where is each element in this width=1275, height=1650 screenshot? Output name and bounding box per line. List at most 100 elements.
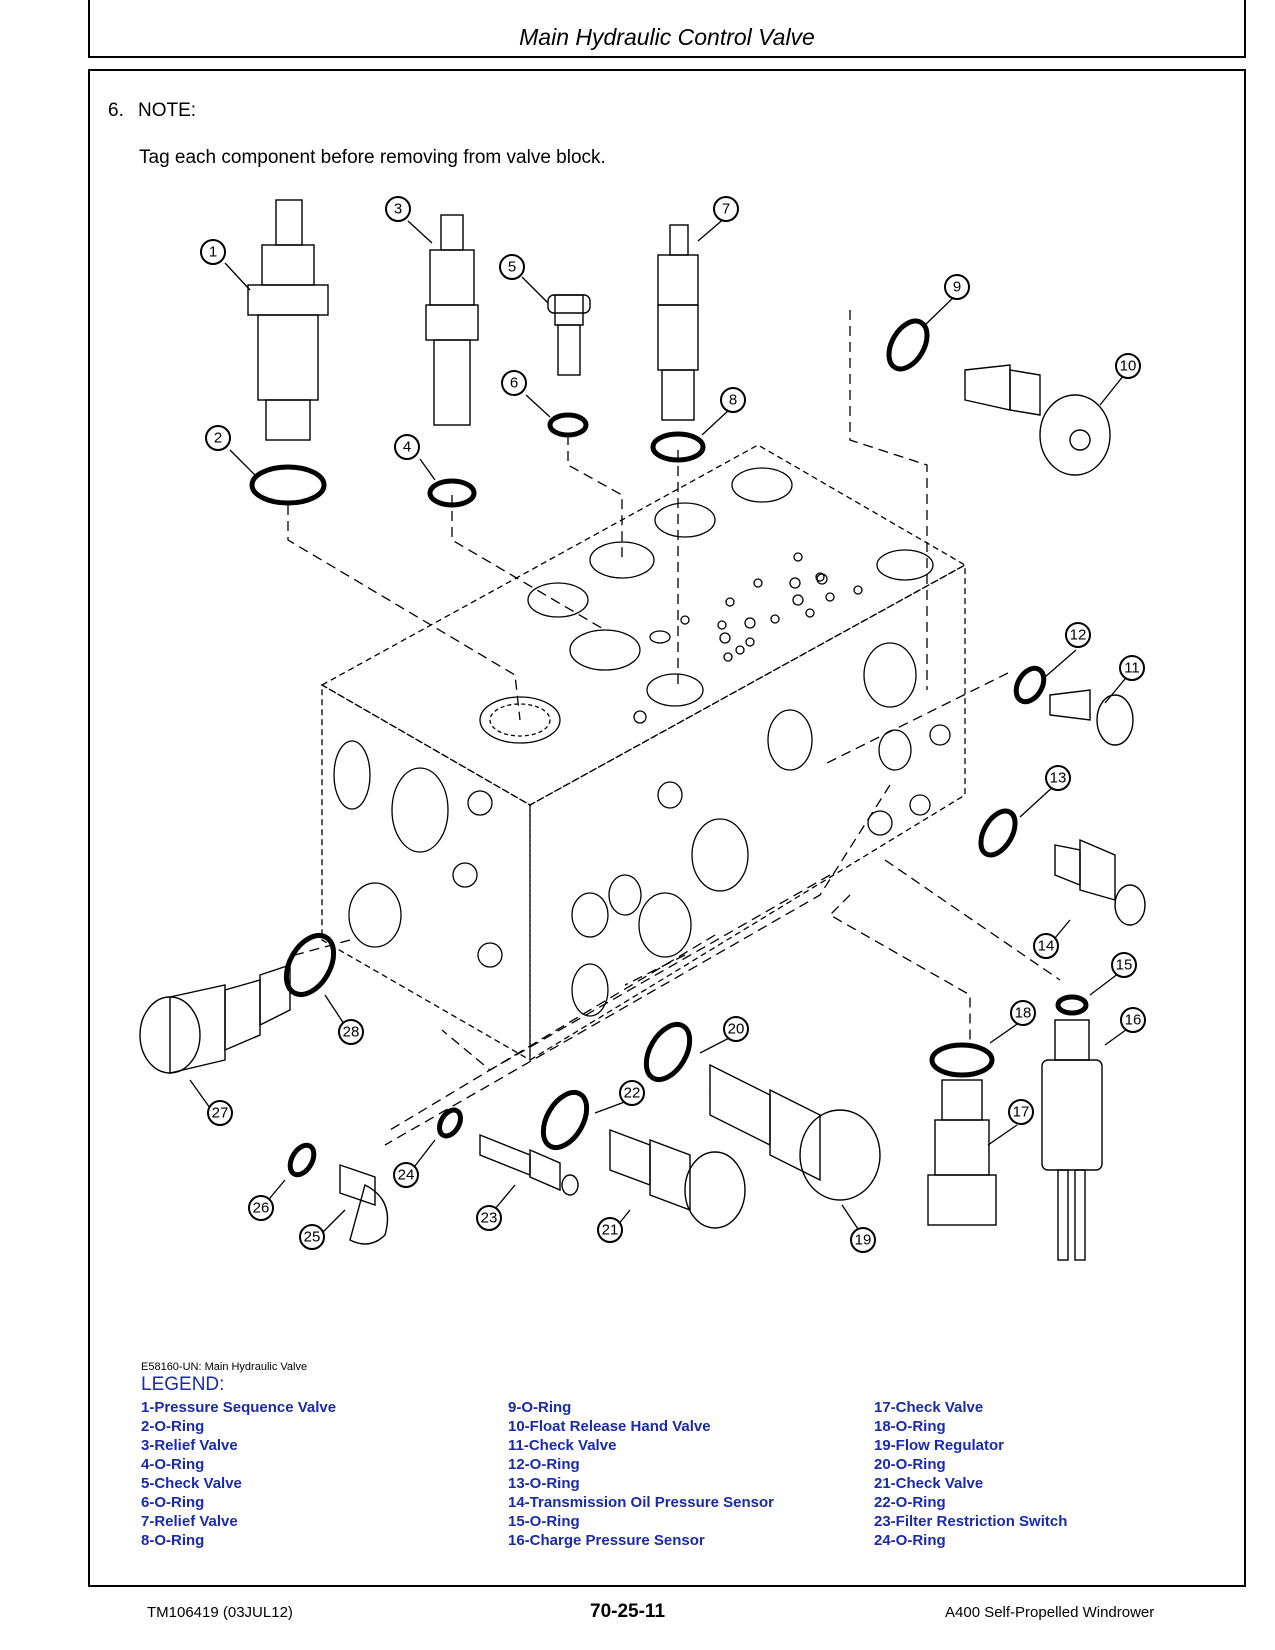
legend-item: 1-Pressure Sequence Valve	[141, 1399, 337, 1416]
assembly-lines	[287, 310, 1061, 1146]
svg-text:19: 19	[855, 1232, 872, 1249]
footer-page-number: 70-25-11	[590, 1601, 666, 1622]
footer-doc-id: TM106419 (03JUL12)	[147, 1604, 293, 1621]
legend-item: 3-Relief Valve	[141, 1437, 238, 1454]
o-rings	[249, 318, 1089, 1178]
legend-item: 7-Relief Valve	[141, 1513, 238, 1530]
step-heading: 6. NOTE:	[108, 100, 196, 122]
page-title: Main Hydraulic Control Valve	[519, 24, 815, 50]
svg-text:7: 7	[722, 201, 730, 218]
legend-item: 19-Flow Regulator	[874, 1437, 1005, 1454]
callout-10: 10	[1115, 353, 1141, 379]
svg-text:16: 16	[1125, 1012, 1142, 1029]
legend-item: 11-Check Valve	[508, 1437, 617, 1454]
svg-text:11: 11	[1124, 660, 1140, 677]
footer-product-name: A400 Self-Propelled Windrower	[945, 1604, 1155, 1621]
callout-21: 21	[597, 1217, 623, 1243]
legend-item: 8-O-Ring	[141, 1532, 205, 1549]
header-box: Main Hydraulic Control Valve	[88, 0, 1246, 58]
step-label: NOTE:	[138, 100, 197, 121]
legend-item: 10-Float Release Hand Valve	[508, 1418, 711, 1435]
svg-text:2: 2	[214, 430, 222, 447]
callout-13: 13	[1045, 765, 1071, 791]
svg-text:9: 9	[953, 279, 961, 296]
legend-item: 12-O-Ring	[508, 1456, 580, 1473]
legend-item: 2-O-Ring	[141, 1418, 205, 1435]
svg-text:12: 12	[1070, 627, 1087, 644]
legend-item: 15-O-Ring	[508, 1513, 580, 1530]
legend-item: 5-Check Valve	[141, 1475, 242, 1492]
legend-item: 20-O-Ring	[874, 1456, 946, 1473]
svg-text:15: 15	[1116, 957, 1133, 974]
svg-text:22: 22	[624, 1085, 641, 1102]
callout-3: 3	[385, 196, 411, 222]
callout-2: 2	[205, 425, 231, 451]
legend-item: 23-Filter Restriction Switch	[874, 1513, 1068, 1530]
callout-12: 12	[1065, 622, 1091, 648]
svg-text:10: 10	[1120, 358, 1137, 375]
callout-6: 6	[501, 370, 527, 396]
callout-17: 17	[1008, 1099, 1034, 1125]
legend-item: 18-O-Ring	[874, 1418, 946, 1435]
callout-16: 16	[1120, 1007, 1146, 1033]
content-box	[88, 69, 1246, 1587]
svg-text:3: 3	[394, 201, 402, 218]
legend-item: 21-Check Valve	[874, 1475, 984, 1492]
legend-item: 9-O-Ring	[508, 1399, 572, 1416]
legend-item: 24-O-Ring	[874, 1532, 946, 1549]
svg-text:20: 20	[728, 1021, 745, 1038]
legend-item: 14-Transmission Oil Pressure Sensor	[508, 1494, 774, 1511]
legend-column-2: 9-O-Ring 10-Float Release Hand Valve 11-…	[508, 1398, 774, 1550]
svg-text:26: 26	[253, 1200, 270, 1217]
note-text: Tag each component before removing from …	[139, 147, 606, 168]
callout-labels: 1 2 3 4 5 6 7 8 9 10 11 12 13 14 15 16 1…	[200, 196, 1146, 1253]
callout-4: 4	[394, 434, 420, 460]
callout-23: 23	[476, 1205, 502, 1231]
legend-item: 6-O-Ring	[141, 1494, 205, 1511]
svg-text:21: 21	[602, 1222, 619, 1239]
figure-caption: E58160-UN: Main Hydraulic Valve	[141, 1361, 308, 1373]
callout-9: 9	[944, 274, 970, 300]
svg-text:5: 5	[508, 259, 516, 276]
step-number: 6.	[108, 100, 124, 121]
legend-column-3: 17-Check Valve 18-O-Ring 19-Flow Regulat…	[874, 1398, 1067, 1550]
components	[139, 199, 1146, 1261]
callout-18: 18	[1010, 1000, 1036, 1026]
svg-text:14: 14	[1038, 938, 1055, 955]
callout-8: 8	[720, 387, 746, 413]
callout-5: 5	[499, 254, 525, 280]
legend-item: 17-Check Valve	[874, 1399, 984, 1416]
svg-text:23: 23	[481, 1210, 498, 1227]
svg-text:1: 1	[209, 244, 217, 261]
callout-19: 19	[850, 1227, 876, 1253]
svg-text:24: 24	[398, 1167, 415, 1184]
callout-15: 15	[1111, 952, 1137, 978]
svg-text:4: 4	[403, 439, 411, 456]
legend-item: 16-Charge Pressure Sensor	[508, 1532, 705, 1549]
legend-title: LEGEND:	[141, 1374, 225, 1395]
svg-text:13: 13	[1050, 770, 1067, 787]
callout-11: 11	[1119, 655, 1145, 681]
svg-text:28: 28	[343, 1024, 360, 1041]
svg-text:27: 27	[212, 1105, 229, 1122]
svg-text:18: 18	[1015, 1005, 1032, 1022]
callout-1: 1	[200, 239, 226, 265]
block-ports	[333, 467, 951, 1017]
callout-20: 20	[723, 1016, 749, 1042]
legend-column-1: 1-Pressure Sequence Valve 2-O-Ring 3-Rel…	[141, 1398, 336, 1550]
callout-28: 28	[338, 1019, 364, 1045]
callout-27: 27	[207, 1100, 233, 1126]
valve-block	[320, 444, 967, 1062]
svg-text:25: 25	[304, 1229, 321, 1246]
svg-text:17: 17	[1013, 1104, 1030, 1121]
callout-7: 7	[713, 196, 739, 222]
callout-25: 25	[299, 1224, 325, 1250]
callout-22: 22	[619, 1080, 645, 1106]
callout-24: 24	[393, 1162, 419, 1188]
callout-14: 14	[1033, 933, 1059, 959]
legend-item: 22-O-Ring	[874, 1494, 946, 1511]
callout-leaders	[189, 216, 1131, 1236]
callout-26: 26	[248, 1195, 274, 1221]
svg-text:6: 6	[510, 375, 518, 392]
legend-item: 4-O-Ring	[141, 1456, 205, 1473]
